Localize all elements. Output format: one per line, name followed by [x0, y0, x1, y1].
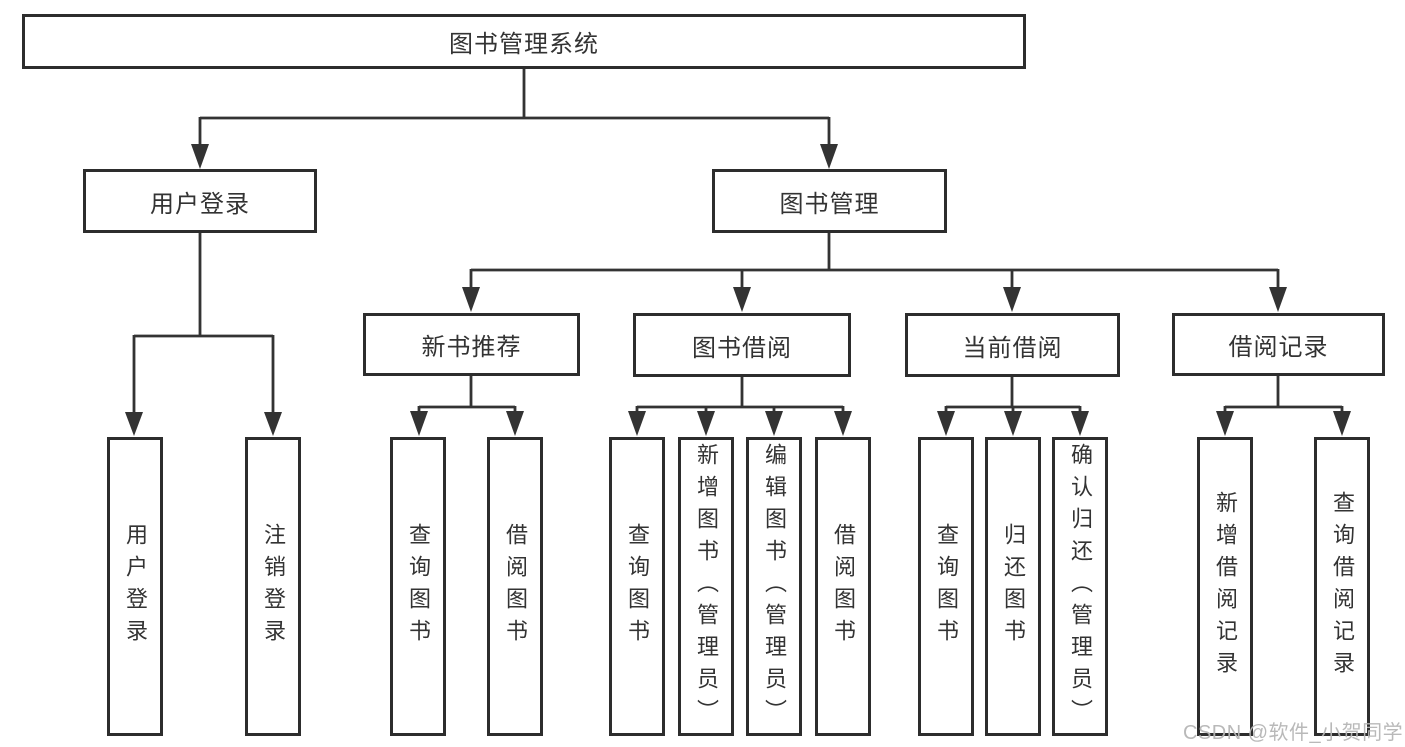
node-borrow-books-1-label: 借阅图书 — [503, 522, 528, 651]
node-query-books-1-label: 查询图书 — [406, 522, 431, 651]
arrowhead-book-management — [820, 144, 838, 169]
node-query-borrow-record: 查询借阅记录 — [1314, 437, 1370, 736]
node-return-books: 归还图书 — [985, 437, 1041, 736]
arrowhead-edit-book-admin — [765, 411, 783, 436]
node-add-borrow-record: 新增借阅记录 — [1197, 437, 1253, 736]
node-root-label: 图书管理系统 — [449, 31, 599, 58]
watermark: CSDN @软件_小贺同学 — [1183, 722, 1404, 744]
node-confirm-return-admin-label: 确认归还（管理员） — [1068, 442, 1093, 731]
arrowhead-return-books — [1004, 411, 1022, 436]
node-new-book-recommend: 新书推荐 — [363, 313, 580, 376]
node-query-books-2: 查询图书 — [609, 437, 665, 736]
node-borrow-records-label: 借阅记录 — [1228, 334, 1329, 361]
arrowhead-query-books-2 — [628, 411, 646, 436]
node-book-management: 图书管理 — [712, 169, 947, 233]
node-borrow-records: 借阅记录 — [1172, 313, 1385, 376]
arrowhead-borrow-records — [1269, 287, 1287, 312]
node-query-books-1: 查询图书 — [390, 437, 446, 736]
arrowhead-add-borrow-record — [1216, 411, 1234, 436]
node-logout-label: 注销登录 — [261, 522, 286, 651]
node-return-books-label: 归还图书 — [1001, 522, 1026, 651]
arrowhead-user-login-action — [125, 412, 143, 436]
connector-borrow-records-to-children — [1223, 375, 1344, 413]
node-add-borrow-record-label: 新增借阅记录 — [1213, 490, 1238, 683]
node-query-borrow-record-label: 查询借阅记录 — [1330, 490, 1355, 683]
node-user-login-label: 用户登录 — [150, 190, 250, 218]
node-new-book-recommend-label: 新书推荐 — [421, 334, 522, 361]
node-query-books-3-label: 查询图书 — [934, 522, 959, 651]
arrowhead-add-book-admin — [697, 411, 715, 436]
node-query-books-3: 查询图书 — [918, 437, 974, 736]
node-current-borrow-label: 当前借阅 — [962, 334, 1063, 362]
arrowhead-user-login — [191, 144, 209, 169]
node-root: 图书管理系统 — [22, 14, 1026, 69]
node-edit-book-admin: 编辑图书（管理员） — [746, 437, 802, 736]
arrowhead-new-book — [462, 287, 480, 312]
node-user-login: 用户登录 — [83, 169, 317, 233]
connector-book-borrow-to-children — [635, 375, 845, 413]
node-borrow-books-1: 借阅图书 — [487, 437, 543, 736]
node-current-borrow: 当前借阅 — [905, 313, 1120, 377]
node-user-login-action: 用户登录 — [107, 437, 163, 736]
connector-current-borrow-to-children — [944, 375, 1082, 413]
node-book-management-label: 图书管理 — [779, 190, 880, 218]
connector-user-login-to-children — [132, 232, 275, 413]
arrowhead-book-borrow — [733, 287, 751, 312]
node-logout: 注销登录 — [245, 437, 301, 736]
arrowhead-query-borrow-record — [1333, 411, 1351, 436]
node-add-book-admin: 新增图书（管理员） — [678, 437, 734, 736]
node-user-login-action-label: 用户登录 — [123, 522, 148, 651]
node-borrow-books-2: 借阅图书 — [815, 437, 871, 736]
connector-new-book-to-children — [417, 375, 517, 413]
arrowhead-borrow-books-2 — [834, 411, 852, 436]
connector-root-to-level2 — [198, 68, 831, 146]
arrowhead-query-books-1 — [410, 411, 428, 436]
node-borrow-books-2-label: 借阅图书 — [831, 522, 856, 651]
arrowhead-logout — [264, 412, 282, 436]
arrowhead-current-borrow — [1003, 287, 1021, 312]
node-edit-book-admin-label: 编辑图书（管理员） — [762, 442, 787, 731]
node-confirm-return-admin: 确认归还（管理员） — [1052, 437, 1108, 736]
node-book-borrow-label: 图书借阅 — [692, 334, 792, 362]
node-add-book-admin-label: 新增图书（管理员） — [694, 442, 719, 731]
connector-book-management-to-level3 — [469, 232, 1280, 289]
node-query-books-2-label: 查询图书 — [625, 522, 650, 651]
arrowhead-confirm-return-admin — [1071, 411, 1089, 436]
arrowhead-query-books-3 — [937, 411, 955, 436]
arrowhead-borrow-books-1 — [506, 411, 524, 436]
node-book-borrow: 图书借阅 — [633, 313, 851, 377]
